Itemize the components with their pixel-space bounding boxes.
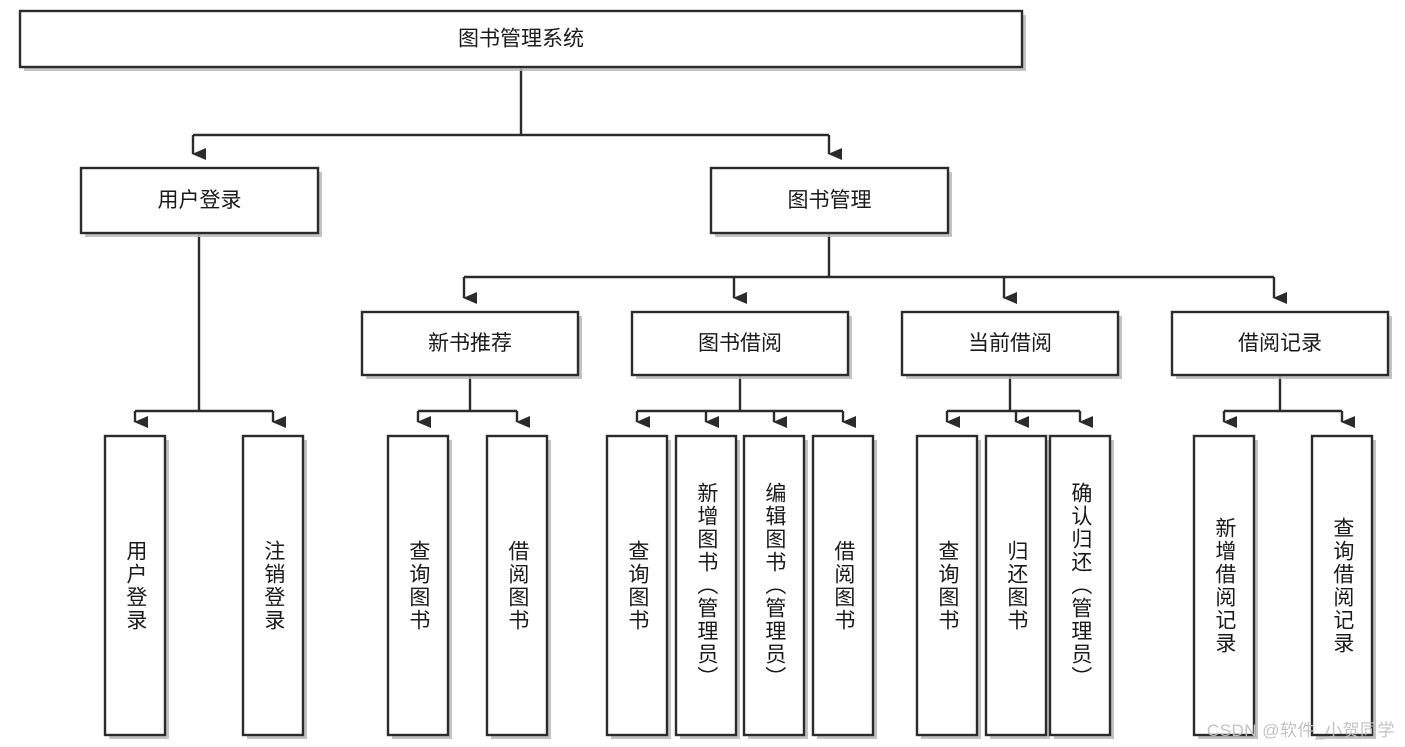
node-box[interactable] (79, 166, 320, 235)
node-leaf-user-login[interactable] (103, 434, 169, 739)
node-box[interactable] (900, 310, 1120, 377)
node-box[interactable] (103, 434, 167, 737)
node-book-manage[interactable]: 图书管理 (709, 166, 952, 237)
connector-newbook_to_leaves (416, 375, 530, 428)
node-box[interactable] (811, 434, 875, 737)
node-box[interactable] (674, 434, 738, 737)
node-label: 图书管理系统 (458, 28, 584, 51)
node-leaf-edit-book[interactable] (742, 434, 808, 739)
node-leaf-query-book-1[interactable] (386, 434, 452, 739)
connector-currentborrow_to_leaves (945, 375, 1093, 428)
node-label: 当前借阅 (968, 332, 1052, 355)
node-box[interactable] (1310, 434, 1374, 737)
node-leaf-return-book[interactable] (984, 434, 1050, 739)
node-label: 借阅记录 (1238, 332, 1322, 355)
node-leaf-add-record[interactable] (1192, 434, 1258, 739)
connector-bookborrow_to_leaves (635, 375, 856, 428)
connector-userlogin_to_leaves (133, 233, 286, 428)
node-box[interactable] (485, 434, 549, 737)
node-box[interactable] (1192, 434, 1256, 737)
node-leaf-borrow-book-1[interactable] (485, 434, 551, 739)
node-user-login[interactable]: 用户登录 (79, 166, 322, 237)
watermark-text: CSDN @软件_小贺同学 (1206, 721, 1395, 740)
node-box[interactable] (605, 434, 669, 737)
node-box[interactable] (984, 434, 1048, 737)
node-box[interactable] (360, 310, 580, 377)
node-book-borrow[interactable]: 图书借阅 (630, 310, 852, 379)
node-label: 新书推荐 (428, 332, 512, 355)
node-box[interactable] (18, 9, 1024, 69)
node-leaf-logout[interactable] (241, 434, 307, 739)
connector-level2_to_level3 (462, 233, 1287, 304)
node-label: 图书管理 (788, 189, 872, 212)
node-box[interactable] (386, 434, 450, 737)
connector-root_to_level2 (191, 67, 842, 160)
node-box[interactable] (1170, 310, 1390, 377)
node-box[interactable] (709, 166, 950, 235)
node-root[interactable]: 图书管理系统 (18, 9, 1026, 71)
connector-borrowrecord_to_leaves (1222, 375, 1355, 428)
node-leaf-borrow-book-2[interactable] (811, 434, 877, 739)
node-new-book-rec[interactable]: 新书推荐 (360, 310, 582, 379)
connector-layer (133, 67, 1355, 428)
node-label: 图书借阅 (698, 332, 782, 355)
node-leaf-query-book-3[interactable] (915, 434, 981, 739)
node-leaf-query-book-2[interactable] (605, 434, 671, 739)
node-box[interactable] (630, 310, 850, 377)
node-leaf-query-record[interactable] (1310, 434, 1376, 739)
node-box[interactable] (915, 434, 979, 737)
node-borrow-record[interactable]: 借阅记录 (1170, 310, 1392, 379)
node-current-borrow[interactable]: 当前借阅 (900, 310, 1122, 379)
node-box[interactable] (1048, 434, 1112, 737)
node-label: 用户登录 (158, 189, 242, 212)
node-box[interactable] (742, 434, 806, 737)
node-box[interactable] (241, 434, 305, 737)
node-leaf-confirm-return[interactable] (1048, 434, 1114, 739)
node-leaf-add-book[interactable] (674, 434, 740, 739)
